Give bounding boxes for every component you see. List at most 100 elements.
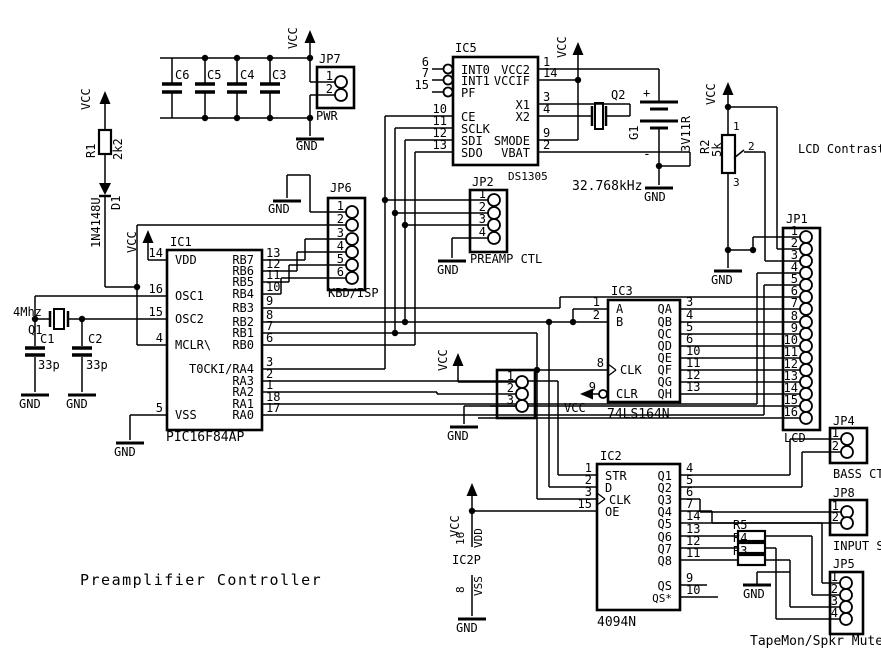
part-value: 33p [86, 358, 108, 372]
part-ref: C5 [207, 68, 221, 82]
junction-dot [545, 318, 553, 326]
part-value: PWR [316, 109, 338, 123]
component-outline [606, 298, 682, 404]
vcc-net-label: VCC [125, 231, 139, 253]
pin-number: 12 [433, 126, 447, 140]
pin-number: 16 [784, 405, 798, 419]
pot-pin: 1 [733, 120, 740, 133]
part-value: KBD/ISP [328, 286, 379, 300]
pin-number: 12 [266, 257, 280, 271]
pin-number: 4 [831, 606, 838, 620]
pin-number: 9 [791, 321, 798, 335]
pin-number: 15 [578, 497, 592, 511]
pin-name: OSC1 [175, 289, 204, 303]
pin-name: CLK [609, 493, 631, 507]
pin-number: 2 [831, 582, 838, 596]
pin-number: 8 [454, 586, 467, 593]
pin-number: 2 [266, 367, 273, 381]
pin-number: 2 [791, 236, 798, 250]
junction-dot [724, 103, 732, 111]
pin-number: 3 [507, 393, 514, 407]
pin-number: 14 [149, 246, 163, 260]
pin-name: T0CKI/RA4 [189, 362, 254, 376]
junction-dot [306, 114, 314, 122]
pin-pad [345, 205, 359, 219]
pin-pad [799, 278, 813, 292]
pin-number: 3 [479, 212, 486, 226]
pin-name: QS [658, 579, 672, 593]
pin-number: 13 [433, 138, 447, 152]
symbol-arrow [304, 30, 316, 43]
pin-number: 9 [686, 571, 693, 585]
pin-name: SMODE [494, 134, 530, 148]
pin-name: QD [658, 339, 672, 353]
gnd-net-label: GND [644, 190, 666, 204]
part-ref: R3 [733, 544, 747, 558]
part-value: PIC16F84AP [166, 430, 244, 445]
part-ref: R5 [733, 518, 747, 532]
pin-pad [799, 327, 813, 341]
vcc-net-label: VCC [564, 401, 586, 415]
pin-pad [799, 230, 813, 244]
pin-name: RB2 [232, 315, 254, 329]
pin-name: CLK [620, 363, 642, 377]
pin-name: X2 [516, 110, 530, 124]
battery-plus: + [643, 86, 650, 100]
pin-number: 6 [791, 284, 798, 298]
pin-pad [515, 375, 529, 389]
part-value: 4Mhz [13, 305, 42, 319]
pin-number: 2 [593, 308, 600, 322]
junction-dot [133, 283, 141, 291]
pin-name: SDI [461, 134, 483, 148]
pin-number: 4 [156, 331, 163, 345]
pin-number: 5 [686, 320, 693, 334]
symbol-arrow [580, 388, 593, 400]
pin-number: 9 [266, 294, 273, 308]
part-value: DS1305 [508, 170, 548, 183]
pin-name: INT1 [461, 74, 490, 88]
junction-dot [391, 329, 399, 337]
pin-number: 4 [686, 308, 693, 322]
junction-dot [233, 54, 241, 62]
pin-name: RB5 [232, 275, 254, 289]
pin-number: 7 [422, 66, 429, 80]
pin-name: A [616, 302, 624, 316]
pot-pin: 2 [748, 140, 755, 153]
pin-number: 14 [543, 66, 557, 80]
component-outlines-layer [53, 55, 869, 636]
pin-pad [799, 242, 813, 256]
pin-pad [839, 588, 853, 602]
pot-pin: 3 [733, 176, 740, 189]
pin-name: Q4 [658, 505, 672, 519]
pin-pad [334, 75, 348, 89]
pin-pad [840, 432, 854, 446]
pin-name: QB [658, 315, 672, 329]
symbol-arrow [99, 91, 111, 104]
pin-name: QC [658, 327, 672, 341]
part-value: 2k2 [111, 138, 125, 160]
pin-number: 1 [507, 369, 514, 383]
junction-dot [468, 507, 476, 515]
pin-name: D [605, 481, 612, 495]
gnd-net-label: GND [447, 429, 469, 443]
pin-number: 9 [543, 126, 550, 140]
pin-name: INT0 [461, 63, 490, 77]
pin-pad [487, 206, 501, 220]
part-ref: C2 [88, 332, 102, 346]
part-ref: C1 [40, 332, 54, 346]
part-ref: Q2 [611, 88, 625, 102]
pin-number: 5 [156, 401, 163, 415]
pin-name: Q1 [658, 469, 672, 483]
pin-number: 2 [479, 200, 486, 214]
pin-number: 7 [686, 497, 693, 511]
pin-pad [598, 389, 608, 399]
gnd-net-label: GND [268, 202, 290, 216]
junction-dot [401, 318, 409, 326]
junction-dot [391, 209, 399, 217]
pin-pad [345, 271, 359, 285]
pin-name: CLR [616, 387, 638, 401]
pin-name: RB4 [232, 287, 254, 301]
pin-number: 10 [433, 102, 447, 116]
pin-name: RB7 [232, 253, 254, 267]
vcc-net-label: VCC [436, 349, 450, 371]
